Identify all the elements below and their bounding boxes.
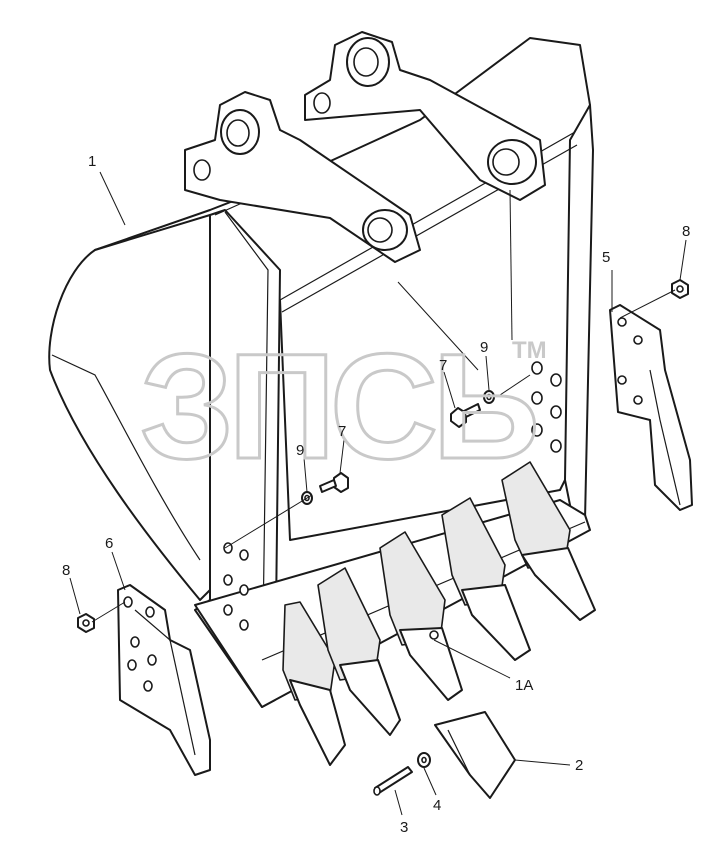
callout-8-left: 8: [62, 562, 70, 579]
callout-9-lower: 9: [296, 442, 304, 459]
callout-5: 5: [602, 249, 610, 266]
bolt-upper: [450, 403, 481, 428]
bolt-lower: [319, 472, 349, 493]
mounting-bracket-right: [304, 31, 546, 201]
side-cutter-right: [609, 304, 693, 511]
tooth-pin: [373, 766, 413, 796]
nut-left: [77, 613, 95, 633]
bucket-teeth: [282, 461, 596, 766]
callout-7-lower: 7: [338, 423, 346, 440]
side-plate-holes-right: [531, 361, 562, 453]
tooth-2: [317, 567, 401, 736]
pin-retainer: [417, 752, 431, 768]
callout-8-right: 8: [682, 223, 690, 240]
washer-upper: [483, 390, 495, 404]
watermark-trademark: TM: [512, 337, 547, 364]
callout-labels: 1 1A 2 3 4 5 6 7 7 8 8 9 9: [62, 153, 690, 836]
callout-1a: 1A: [515, 677, 533, 694]
callout-2: 2: [575, 757, 583, 774]
callout-3: 3: [400, 819, 408, 836]
side-cutter-left: [117, 584, 211, 776]
watermark: ЗПСЬ TM: [139, 321, 547, 492]
tooth-4: [441, 497, 531, 661]
tooth-5: [501, 461, 596, 621]
leader-lines: [69, 171, 687, 816]
replacement-tooth: [434, 711, 516, 799]
callout-6: 6: [105, 535, 113, 552]
watermark-text: ЗПСЬ: [140, 322, 535, 490]
callout-1: 1: [88, 153, 96, 170]
callout-7-upper: 7: [439, 357, 447, 374]
tooth-1: [282, 601, 346, 766]
washer-lower: [301, 491, 313, 505]
callout-9-upper: 9: [480, 339, 488, 356]
callout-4: 4: [433, 797, 441, 814]
mounting-bracket-left: [184, 91, 421, 263]
nut-right: [671, 279, 689, 299]
